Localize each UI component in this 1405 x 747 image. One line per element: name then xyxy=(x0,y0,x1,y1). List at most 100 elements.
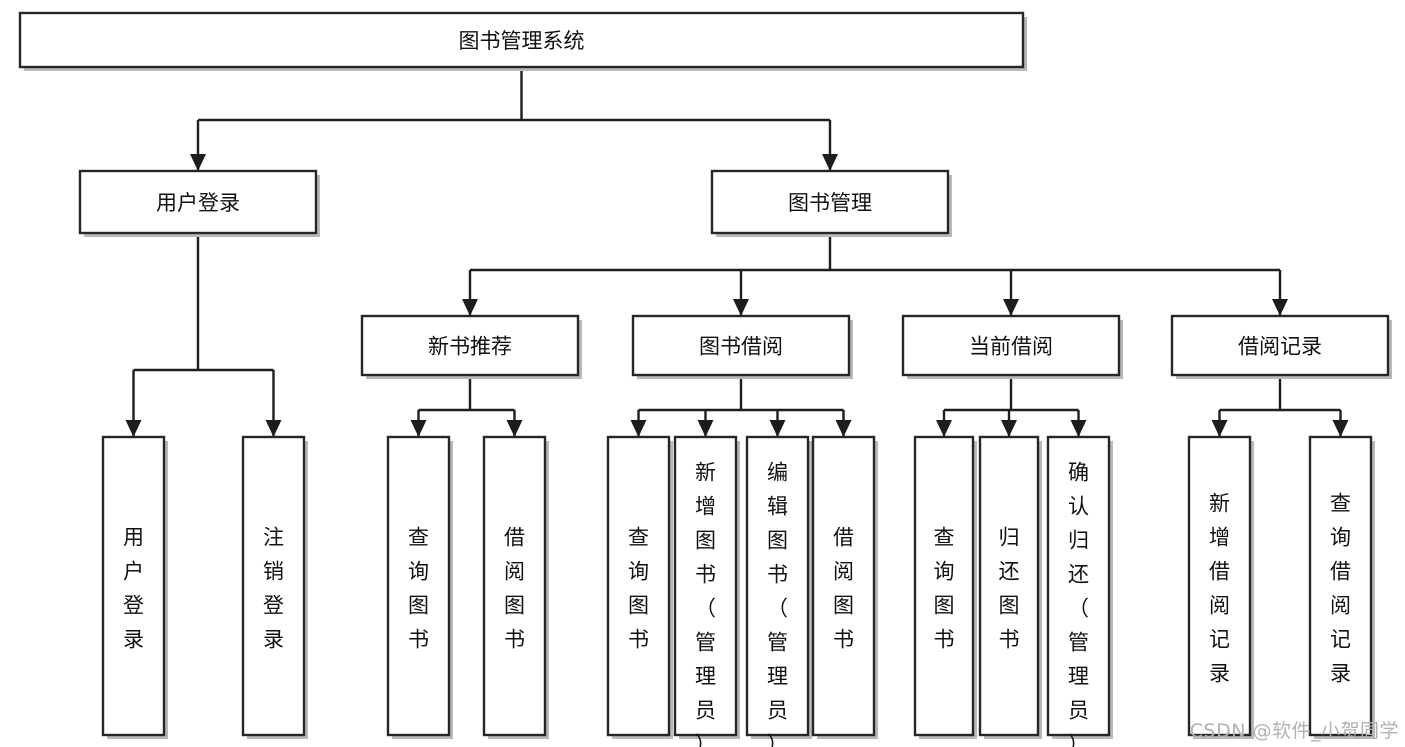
node-user-login-label: 用户登录 xyxy=(156,191,240,215)
leaf-box-9-label-char: 还 xyxy=(999,560,1020,584)
edge-bookmanage-arrow-2 xyxy=(1003,299,1019,316)
leaf-box-0-label-char: 登 xyxy=(123,594,144,618)
leaf-box-10-label-char: 归 xyxy=(1068,529,1089,553)
leaf-box-11-label-char: 增 xyxy=(1209,526,1230,550)
leaf-box-8[interactable] xyxy=(913,435,975,737)
leaf-box-5-label-char: 增 xyxy=(695,495,716,519)
edge-bookborrow-arrow-1 xyxy=(697,420,714,437)
leaf-box-6-label-char: 图 xyxy=(767,529,788,553)
edge-newbook-arrow-0 xyxy=(410,420,427,437)
node-borrow-record[interactable] xyxy=(1170,314,1390,377)
leaf-box-1-label-char: 销 xyxy=(263,560,284,584)
leaf-box-3-label-char: 阅 xyxy=(504,560,525,584)
leaf-box-5-label-char: 新 xyxy=(695,461,716,485)
leaf-box-2-label-char: 图 xyxy=(408,594,429,618)
leaf-box-5-label-char: 管 xyxy=(695,631,716,655)
leaf-box-1-label-char: 录 xyxy=(263,628,284,652)
edge-bookborrow-arrow-3 xyxy=(835,420,852,437)
leaf-box-11[interactable] xyxy=(1187,435,1252,737)
leaf-box-6-label-char: 理 xyxy=(767,665,788,689)
node-current-borrow-label: 当前借阅 xyxy=(969,335,1053,359)
leaf-box-12-label-char: 查 xyxy=(1330,492,1351,516)
node-book-borrow[interactable] xyxy=(631,314,851,377)
leaf-box-5-label-char: （ xyxy=(695,597,716,621)
leaf-box-11-label-char: 借 xyxy=(1209,560,1230,584)
leaf-box-4[interactable] xyxy=(606,435,671,737)
leaf-box-5[interactable] xyxy=(673,435,738,737)
node-new-book-recommend[interactable] xyxy=(360,314,580,377)
leaf-box-0-label-char: 用 xyxy=(123,526,144,550)
connector-layer xyxy=(125,67,1349,437)
leaf-box-9[interactable] xyxy=(978,435,1040,737)
leaf-box-10[interactable] xyxy=(1046,435,1111,737)
leaf-box-7-label-char: 阅 xyxy=(833,560,854,584)
leaf-box-4-label-char: 查 xyxy=(628,526,649,550)
leaf-box-10-label-char: 还 xyxy=(1068,563,1089,587)
leaf-box-3-label-char: 图 xyxy=(504,594,525,618)
leaf-box-4-label-char: 书 xyxy=(628,628,649,652)
leaf-box-6-label-char: 编 xyxy=(767,461,788,485)
leaf-box-4-label-char: 图 xyxy=(628,594,649,618)
leaf-box-7[interactable] xyxy=(811,435,876,737)
edge-currentborrow-arrow-1 xyxy=(1001,420,1017,437)
leaf-box-5-label-char: 理 xyxy=(695,665,716,689)
leaf-box-3[interactable] xyxy=(482,435,547,737)
leaf-box-10-label-char: （ xyxy=(1068,597,1089,621)
edge-currentborrow-arrow-2 xyxy=(1070,420,1087,437)
leaf-box-0-label-char: 户 xyxy=(123,560,144,584)
leaf-box-11-label-char: 新 xyxy=(1209,492,1230,516)
edge-root-arrow-0 xyxy=(190,154,206,171)
leaf-box-10-label-char: ） xyxy=(1068,733,1089,747)
leaf-box-10-label-char: 理 xyxy=(1068,665,1089,689)
leaf-box-11-label-char: 录 xyxy=(1209,662,1230,686)
label-layer: 图书管理系统用户登录图书管理新书推荐图书借阅当前借阅借阅记录用户登录注销登录查询… xyxy=(123,29,1351,747)
leaf-box-1[interactable] xyxy=(241,435,306,737)
leaf-box-2[interactable] xyxy=(386,435,451,737)
leaf-box-2-label-char: 查 xyxy=(408,526,429,550)
leaf-box-2-label-char: 书 xyxy=(408,628,429,652)
leaf-box-6[interactable] xyxy=(745,435,810,737)
edge-bookmanage-arrow-3 xyxy=(1272,299,1288,316)
edge-root-arrow-1 xyxy=(822,154,838,171)
leaf-box-11-label-char: 记 xyxy=(1209,628,1230,652)
leaf-box-12-label-char: 录 xyxy=(1330,662,1351,686)
csdn-watermark: CSDN @软件_小贺同学 xyxy=(1189,720,1399,742)
leaf-box-10-label-char: 管 xyxy=(1068,631,1089,655)
leaf-box-5-label-char: ） xyxy=(695,733,716,747)
leaf-box-6-label-char: 辑 xyxy=(767,495,788,519)
leaf-box-2-label-char: 询 xyxy=(408,560,429,584)
leaf-box-7-label-char: 借 xyxy=(833,526,854,550)
leaf-box-5-label-char: 员 xyxy=(695,699,716,723)
leaf-box-12[interactable] xyxy=(1308,435,1373,737)
leaf-box-7-label-char: 书 xyxy=(833,628,854,652)
leaf-box-5-label-char: 书 xyxy=(695,563,716,587)
edge-bookborrow-arrow-2 xyxy=(769,420,786,437)
edge-bookmanage-arrow-0 xyxy=(462,299,478,316)
node-current-borrow[interactable] xyxy=(901,314,1121,377)
leaf-box-7-label-char: 图 xyxy=(833,594,854,618)
leaf-box-1-label-char: 登 xyxy=(263,594,284,618)
leaf-box-5-label-char: 图 xyxy=(695,529,716,553)
leaf-box-9-label-char: 图 xyxy=(999,594,1020,618)
node-book-manage[interactable] xyxy=(710,169,950,235)
node-book-borrow-label: 图书借阅 xyxy=(699,335,783,359)
leaf-box-11-label-char: 阅 xyxy=(1209,594,1230,618)
node-layer xyxy=(18,11,1392,739)
leaf-box-12-label-char: 阅 xyxy=(1330,594,1351,618)
node-user-login[interactable] xyxy=(78,169,318,235)
leaf-box-8-label-char: 图 xyxy=(934,594,955,618)
node-root-system[interactable] xyxy=(18,11,1025,69)
leaf-box-12-label-char: 借 xyxy=(1330,560,1351,584)
leaf-box-0[interactable] xyxy=(101,435,166,737)
